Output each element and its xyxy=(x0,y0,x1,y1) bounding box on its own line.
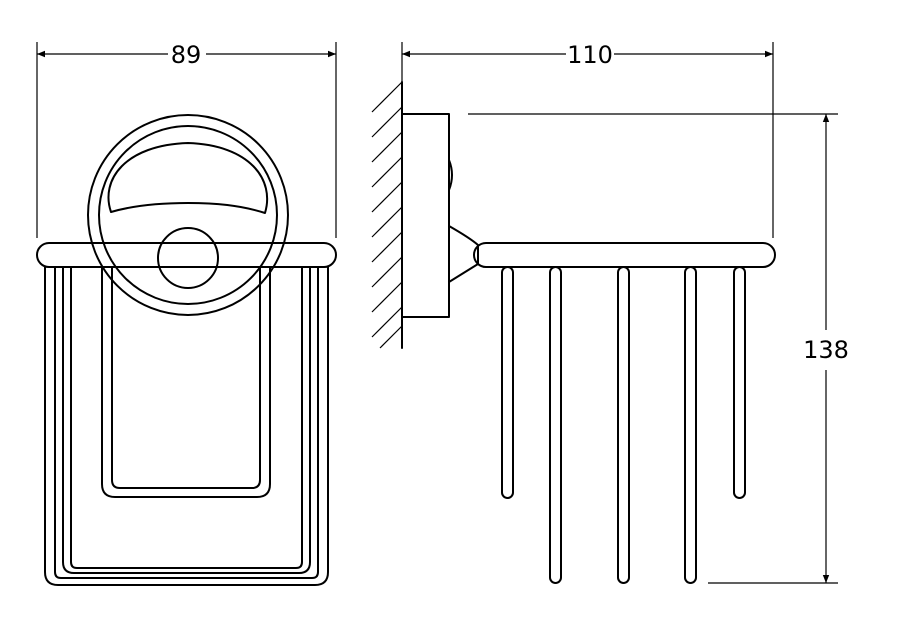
plate-edge xyxy=(448,159,453,191)
side-top-rail xyxy=(473,242,776,268)
height-dimension: 138 xyxy=(803,114,849,583)
basket-mid-wire-2 xyxy=(70,266,303,569)
wire-5 xyxy=(733,266,746,499)
mount-boss xyxy=(157,227,219,289)
width-dimension: 89 xyxy=(37,41,336,69)
wire-3 xyxy=(617,266,630,584)
basket-inner-loop xyxy=(101,266,271,498)
height-label: 138 xyxy=(803,336,849,364)
depth-dimension: 110 xyxy=(402,41,773,69)
wire-1 xyxy=(501,266,514,499)
rosette-outer-ring xyxy=(87,114,289,316)
wire-4 xyxy=(684,266,697,584)
basket-outer-wire-2 xyxy=(54,266,319,579)
depth-label: 110 xyxy=(567,41,613,69)
basket-inner-loop-2 xyxy=(111,266,261,489)
basket-mid-wire xyxy=(62,266,311,574)
wall-hatching xyxy=(371,81,403,349)
basket-top-rim xyxy=(36,242,337,268)
wire-2 xyxy=(549,266,562,584)
width-label: 89 xyxy=(171,41,202,69)
rosette-inner-ring xyxy=(98,125,278,305)
front-view: 89 xyxy=(36,41,337,586)
rosette-cutout xyxy=(107,142,269,214)
side-view: 110 xyxy=(371,41,849,584)
wall-plate xyxy=(401,113,450,318)
basket-outer-wire xyxy=(44,266,329,586)
support-neck xyxy=(448,225,479,283)
